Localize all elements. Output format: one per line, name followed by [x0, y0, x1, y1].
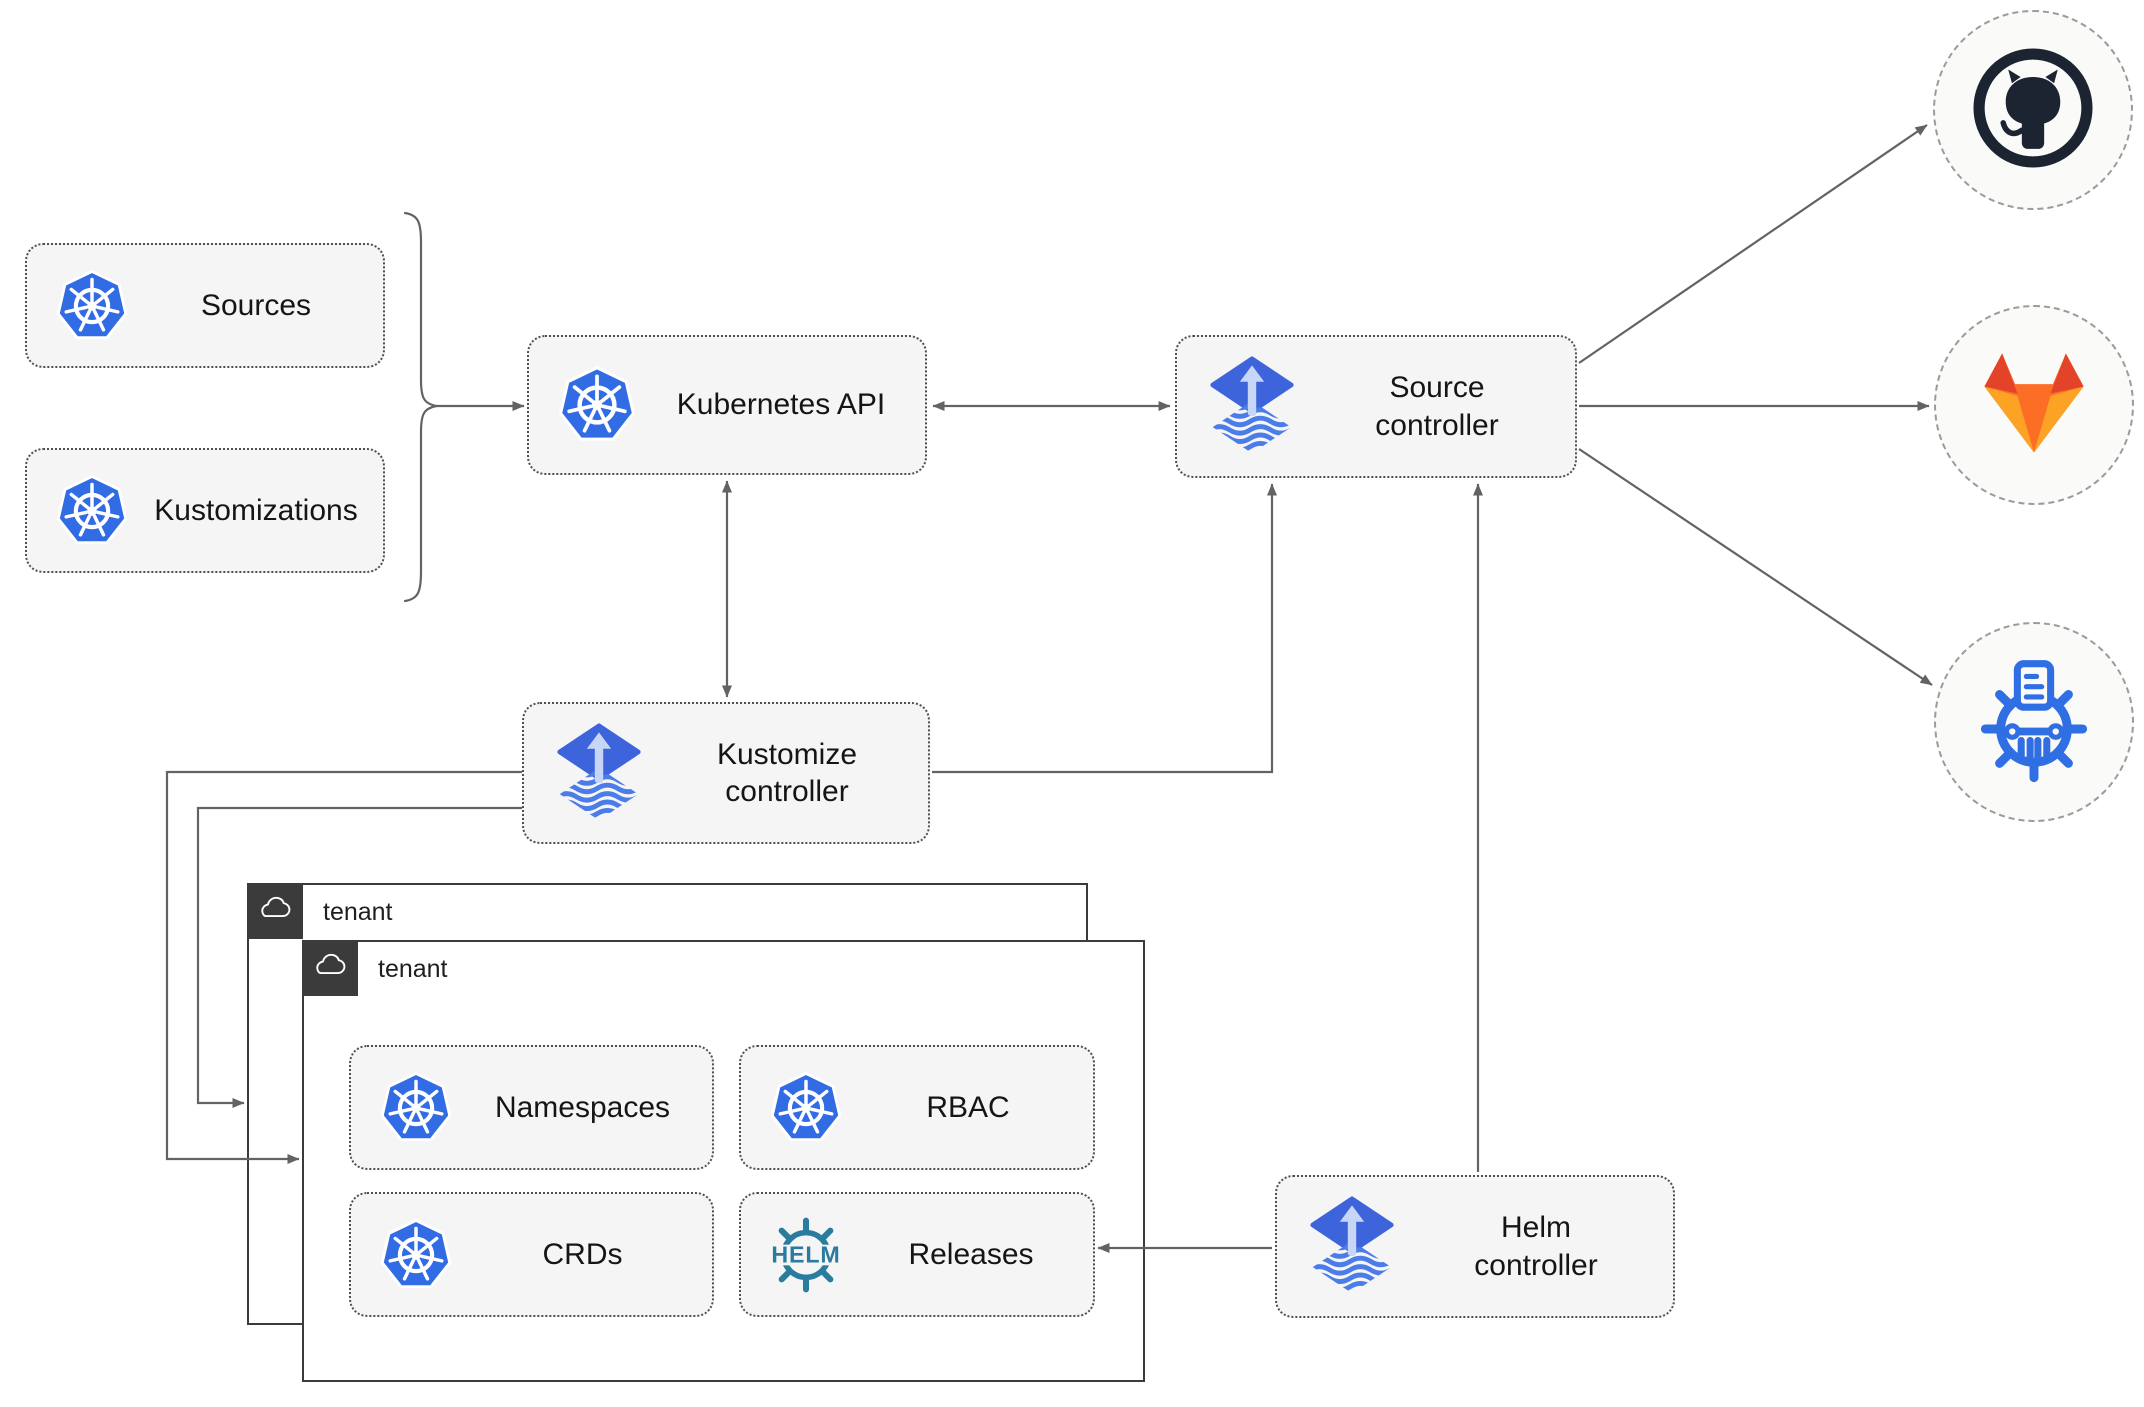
node-label-line: Helm	[1500, 1211, 1571, 1244]
tenant-tab	[246, 882, 303, 939]
container-registry-icon	[1970, 656, 2098, 789]
github-remote-circle	[1933, 10, 2133, 210]
node-kubernetes-api: Kubernetes API	[527, 335, 927, 475]
kubernetes-icon	[557, 364, 637, 446]
edge-source-controller-github	[1578, 124, 1928, 364]
node-label-line: Source	[1389, 371, 1485, 404]
node-crds: CRDs	[349, 1192, 714, 1317]
flux-icon	[1205, 356, 1299, 457]
node-label: RBAC	[926, 1090, 1010, 1124]
node-label: Kustomizations	[154, 493, 358, 527]
github-icon	[1971, 46, 2095, 175]
node-label-line: controller	[1375, 408, 1499, 442]
node-helm-controller: Helm controller	[1275, 1175, 1675, 1318]
tenant-tab	[301, 939, 358, 996]
node-label: Sources	[200, 288, 312, 322]
node-releases: Releases	[739, 1192, 1095, 1317]
gitlab-remote-circle	[1934, 305, 2134, 505]
cloud-icon	[258, 896, 292, 925]
helm-icon	[763, 1212, 849, 1298]
edge-kustomize-controller-source-controller	[932, 483, 1277, 774]
node-source-controller: Source controller	[1175, 335, 1577, 478]
tenant-label: tenant	[323, 898, 393, 926]
node-kustomize-controller: Kustomize controller	[522, 702, 930, 844]
kubernetes-icon	[379, 1217, 453, 1293]
tenant-box-front: tenant Namespaces RBAC CRDs Releases	[301, 939, 1145, 1382]
flux-icon	[552, 723, 646, 824]
node-label-line: controller	[1474, 1248, 1598, 1282]
node-label: Releases	[908, 1237, 1034, 1271]
node-sources: Sources	[25, 243, 385, 368]
registry-remote-circle	[1934, 622, 2134, 822]
cloud-icon	[313, 953, 347, 982]
node-rbac: RBAC	[739, 1045, 1095, 1170]
edge-source-controller-registry	[1578, 448, 1933, 686]
node-label: Kustomize controller	[646, 736, 928, 811]
node-label: Helm controller	[1399, 1209, 1673, 1284]
kubernetes-icon	[55, 268, 129, 344]
node-kustomizations: Kustomizations	[25, 448, 385, 573]
flux-icon	[1305, 1196, 1399, 1297]
node-label: CRDs	[542, 1237, 623, 1271]
node-label: Namespaces	[494, 1090, 671, 1124]
node-label: Kubernetes API	[676, 388, 886, 422]
kubernetes-icon	[379, 1070, 453, 1146]
gitlab-icon	[1975, 344, 2093, 467]
node-label-line: controller	[725, 775, 849, 808]
kubernetes-icon	[55, 473, 129, 549]
node-label-line: Kustomize	[716, 737, 858, 771]
brace-sources-group	[403, 211, 438, 603]
kubernetes-icon	[769, 1070, 843, 1146]
tenant-label: tenant	[378, 955, 448, 983]
node-label: Source controller	[1299, 369, 1575, 444]
node-namespaces: Namespaces	[349, 1045, 714, 1170]
